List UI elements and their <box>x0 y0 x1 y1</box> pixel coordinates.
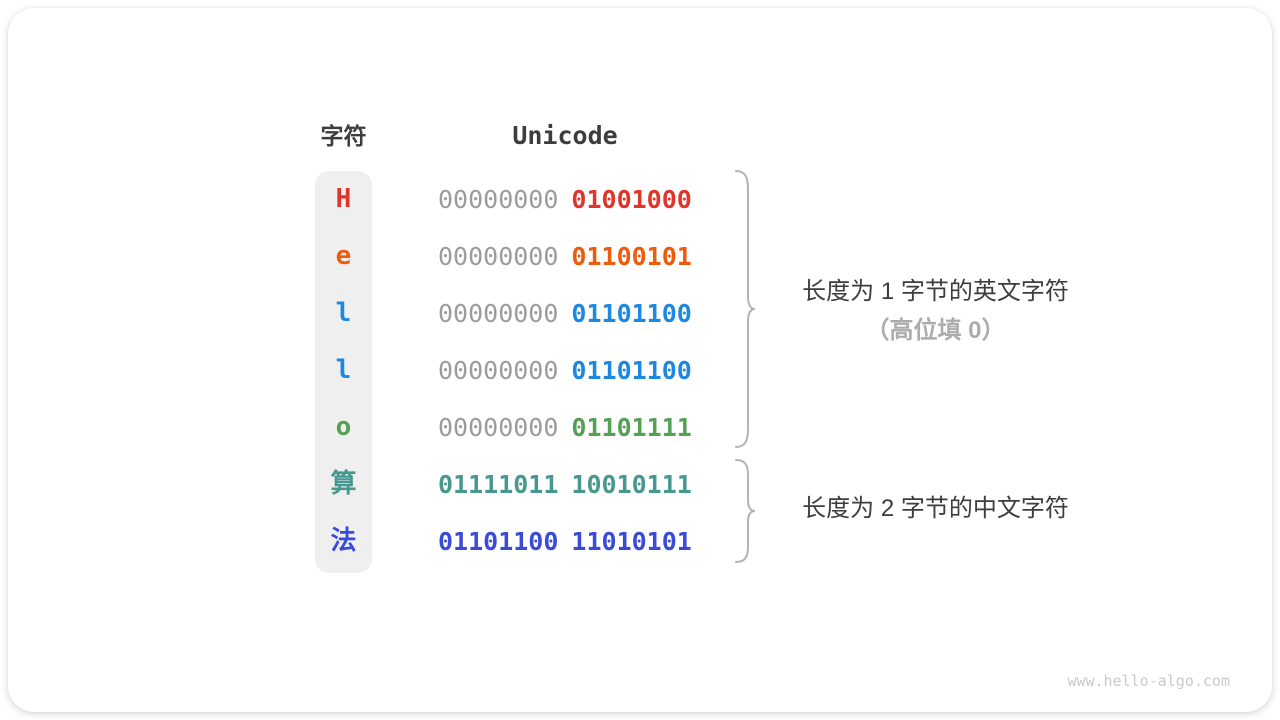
unicode-bytes: 00000000 01101100 <box>438 293 692 333</box>
annotation-english-chars: 长度为 1 字节的英文字符 （高位填 0） <box>768 272 1103 350</box>
byte-low: 01101100 <box>571 298 692 328</box>
unicode-bytes: 00000000 01101111 <box>438 407 692 447</box>
table-row: e 00000000 01100101 <box>8 236 1272 276</box>
char-cell: H <box>335 184 352 214</box>
column-header-unicode: Unicode <box>512 121 618 150</box>
unicode-bytes: 00000000 01101100 <box>438 350 692 390</box>
byte-high: 00000000 <box>438 298 559 328</box>
column-header-char: 字符 <box>320 123 367 149</box>
char-cell: 算 <box>330 469 357 499</box>
byte-low: 01101100 <box>571 355 692 385</box>
brace-group-english <box>734 170 757 448</box>
annotation-chinese-chars: 长度为 2 字节的中文字符 <box>768 489 1103 528</box>
char-cell: o <box>335 412 352 442</box>
table-row: o 00000000 01101111 <box>8 407 1272 447</box>
annotation-line: 长度为 2 字节的中文字符 <box>802 495 1069 522</box>
table-row: 算 01111011 10010111 <box>8 464 1272 504</box>
byte-high: 00000000 <box>438 412 559 442</box>
byte-high: 01101100 <box>438 526 559 556</box>
watermark: www.hello-algo.com <box>1067 672 1230 690</box>
byte-high: 00000000 <box>438 184 559 214</box>
unicode-bytes: 01101100 11010101 <box>438 521 692 561</box>
unicode-bytes: 00000000 01001000 <box>438 179 692 219</box>
table-row: 法 01101100 11010101 <box>8 521 1272 561</box>
byte-high: 00000000 <box>438 241 559 271</box>
annotation-line: 长度为 1 字节的英文字符 <box>802 278 1069 305</box>
char-cell: l <box>335 298 352 328</box>
brace-group-chinese <box>734 459 757 563</box>
unicode-bytes: 01111011 10010111 <box>438 464 692 504</box>
diagram-card: 字符 Unicode H 00000000 01001000 e 0000000… <box>8 8 1272 712</box>
table-row: l 00000000 01101100 <box>8 350 1272 390</box>
unicode-bytes: 00000000 01100101 <box>438 236 692 276</box>
byte-low: 01001000 <box>571 184 692 214</box>
byte-low: 10010111 <box>571 469 692 499</box>
char-cell: 法 <box>330 526 357 556</box>
annotation-subline: （高位填 0） <box>865 317 1006 344</box>
char-cell: e <box>335 241 352 271</box>
byte-high: 01111011 <box>438 469 559 499</box>
byte-low: 01100101 <box>571 241 692 271</box>
byte-low: 11010101 <box>571 526 692 556</box>
byte-low: 01101111 <box>571 412 692 442</box>
table-row: H 00000000 01001000 <box>8 179 1272 219</box>
table-row: l 00000000 01101100 <box>8 293 1272 333</box>
byte-high: 00000000 <box>438 355 559 385</box>
char-column-background <box>315 171 372 573</box>
char-cell: l <box>335 355 352 385</box>
